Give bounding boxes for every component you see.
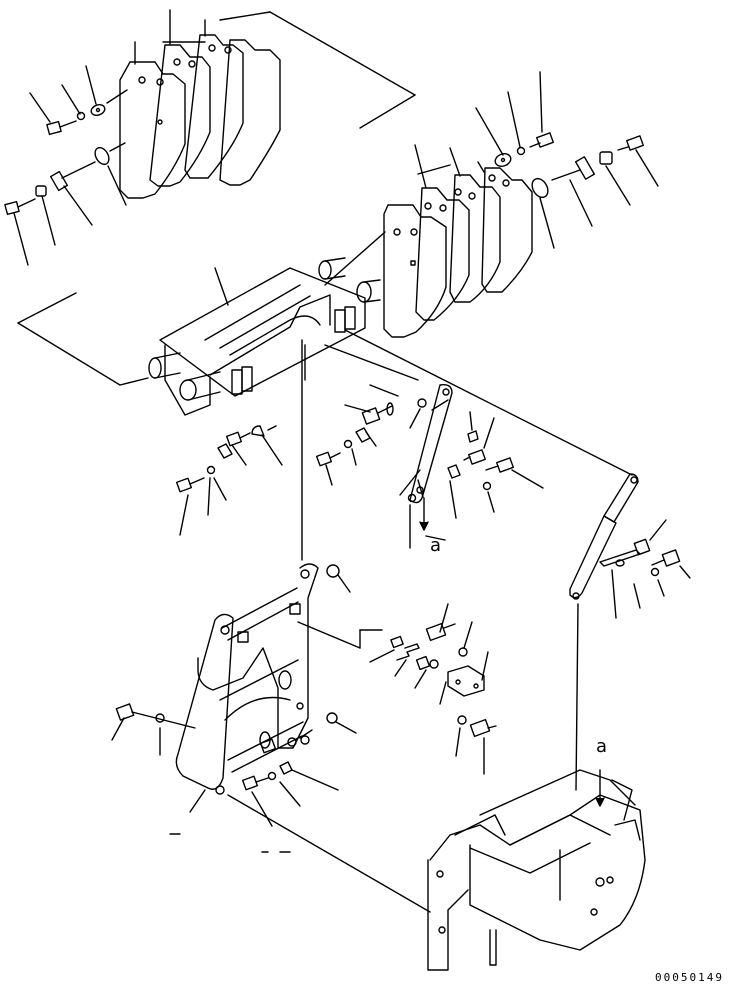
view-label-a-upper: a <box>430 535 442 556</box>
upper-right-pad-group <box>324 144 533 338</box>
link-rod <box>399 383 544 549</box>
middle-fasteners <box>175 384 427 536</box>
upper-right-fasteners <box>475 71 659 249</box>
upper-left-pad-group <box>119 9 416 199</box>
upper-left-fasteners <box>4 65 128 266</box>
view-label-a-lower: a <box>596 736 608 757</box>
gas-spring <box>569 473 691 791</box>
floor-frame <box>427 769 646 971</box>
support-bracket <box>175 339 319 795</box>
drawing-number: 00050149 <box>655 971 724 984</box>
console-frame <box>17 257 633 476</box>
lower-fasteners <box>111 564 497 913</box>
